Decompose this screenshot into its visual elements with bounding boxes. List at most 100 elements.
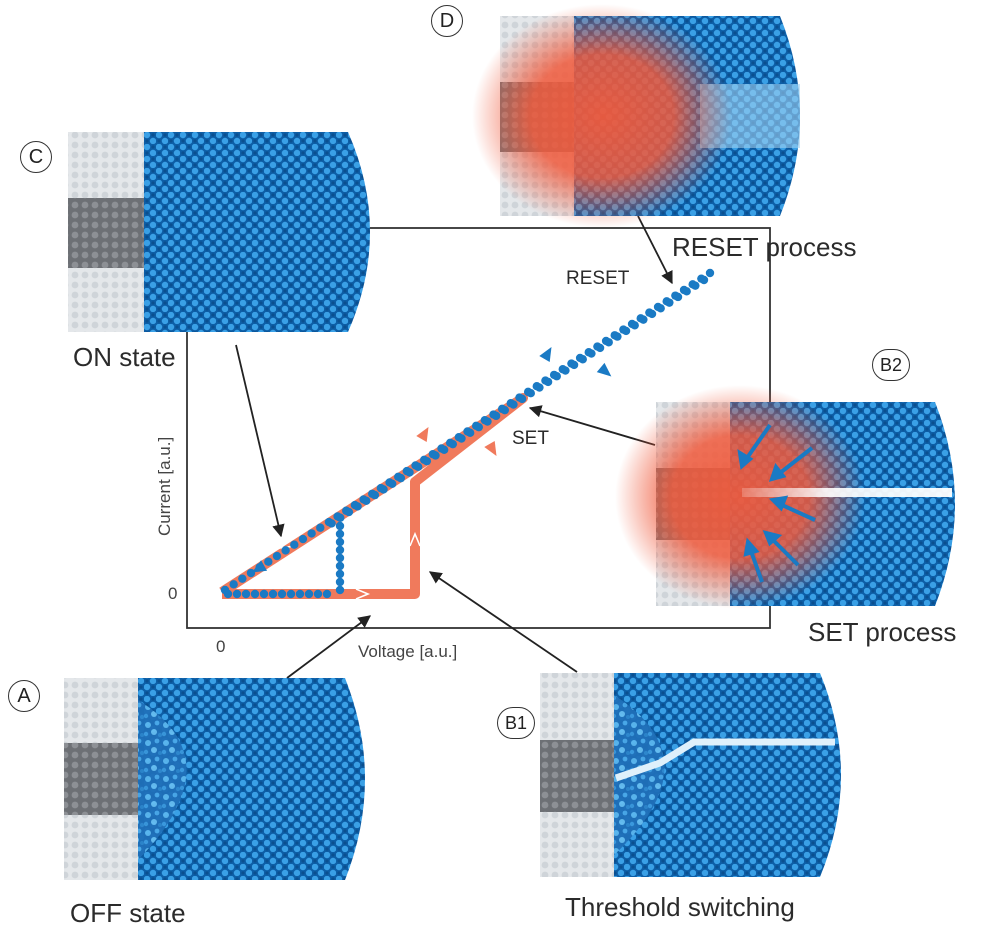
curve-dot bbox=[232, 589, 242, 599]
caption-off-state: OFF state bbox=[70, 898, 186, 928]
open-arrow-mark bbox=[278, 537, 293, 550]
curve-dot bbox=[647, 309, 657, 319]
arrow-threshold bbox=[428, 571, 578, 673]
curve-dot bbox=[691, 281, 700, 290]
curve-dot bbox=[413, 462, 423, 472]
curve-dot bbox=[335, 537, 345, 547]
label-reset: RESET bbox=[566, 268, 630, 289]
curve-dot bbox=[295, 589, 305, 599]
curve-dot bbox=[396, 473, 406, 483]
curve-dot bbox=[656, 304, 665, 313]
iv-curve-blue-dotted bbox=[220, 268, 715, 599]
curve-dot bbox=[457, 434, 466, 443]
panel-a-off-state bbox=[64, 678, 365, 880]
curve-dot bbox=[246, 568, 256, 578]
y-tick-zero: 0 bbox=[168, 584, 178, 603]
curve-dot bbox=[322, 589, 332, 599]
panel-d-reset-process bbox=[472, 4, 800, 228]
marker-d: D bbox=[431, 5, 463, 37]
curve-dot bbox=[259, 589, 269, 599]
direction-triangle bbox=[484, 440, 497, 457]
label-set: SET bbox=[512, 428, 549, 449]
open-arrow-mark bbox=[355, 588, 371, 600]
y-axis-label: Current [a.u.] bbox=[155, 436, 174, 536]
curve-dot bbox=[517, 394, 527, 404]
marker-c: C bbox=[20, 141, 52, 173]
curve-dot bbox=[313, 589, 323, 599]
curve-dot bbox=[665, 298, 674, 307]
curve-dot bbox=[491, 411, 501, 421]
curve-dot bbox=[465, 428, 475, 438]
curve-dot bbox=[613, 332, 622, 341]
curve-dot bbox=[595, 343, 605, 353]
curve-dot bbox=[699, 275, 709, 285]
curve-dot bbox=[335, 561, 345, 571]
caption-reset-process: RESET process bbox=[672, 232, 857, 262]
direction-arrows bbox=[251, 346, 612, 573]
curve-dot bbox=[316, 523, 325, 532]
panel-c-on-state bbox=[68, 132, 370, 332]
curve-dot bbox=[335, 569, 345, 579]
curve-dot bbox=[335, 521, 345, 531]
caption-set-process: SET process bbox=[808, 617, 957, 647]
curve-dot bbox=[335, 545, 345, 555]
panel-b1-threshold bbox=[540, 673, 841, 877]
curve-dot bbox=[336, 513, 345, 522]
curve-dot bbox=[335, 577, 345, 587]
curve-dot bbox=[474, 422, 484, 432]
curve-dot bbox=[238, 574, 247, 583]
curve-dot bbox=[483, 417, 492, 426]
curve-dot bbox=[705, 268, 715, 278]
ion-arrows bbox=[737, 423, 816, 583]
x-tick-zero: 0 bbox=[216, 637, 226, 656]
curve-dot bbox=[673, 292, 683, 302]
marker-a: A bbox=[8, 680, 40, 712]
curve-dot bbox=[587, 349, 596, 358]
curve-dot bbox=[335, 553, 345, 563]
curve-dot bbox=[388, 479, 397, 488]
curve-dot bbox=[281, 546, 290, 555]
curve-dot bbox=[250, 589, 260, 599]
direction-triangle bbox=[596, 362, 612, 377]
curve-dot bbox=[569, 360, 579, 370]
curve-dot bbox=[362, 496, 371, 505]
curve-dot bbox=[431, 451, 440, 460]
curve-dot bbox=[241, 589, 251, 599]
curve-dot bbox=[327, 519, 336, 528]
curve-dot bbox=[526, 389, 535, 398]
curve-dot bbox=[286, 589, 296, 599]
caption-on-state: ON state bbox=[73, 342, 176, 372]
curve-dot bbox=[379, 485, 388, 494]
curve-dot bbox=[604, 338, 613, 347]
curve-dot bbox=[448, 439, 458, 449]
marker-b1: B1 bbox=[497, 707, 535, 739]
curve-dot bbox=[290, 540, 299, 549]
arrow-off-state bbox=[286, 615, 372, 679]
curve-dot bbox=[353, 502, 362, 511]
curve-dot bbox=[229, 580, 238, 589]
curve-dot bbox=[578, 355, 587, 364]
curve-dot bbox=[543, 377, 553, 387]
direction-triangle bbox=[416, 426, 429, 443]
marker-b2: B2 bbox=[872, 349, 910, 381]
curve-dot bbox=[370, 490, 380, 500]
curve-dot bbox=[344, 507, 354, 517]
curve-dot bbox=[639, 315, 648, 324]
curve-dot bbox=[220, 585, 230, 595]
curve-dot bbox=[335, 585, 345, 595]
curve-dot bbox=[509, 400, 518, 409]
curve-dot bbox=[307, 529, 316, 538]
curve-dot bbox=[621, 326, 631, 336]
curve-dot bbox=[277, 589, 287, 599]
arrow-reset-process bbox=[637, 215, 673, 285]
curve-dot bbox=[268, 589, 278, 599]
curve-dot bbox=[552, 372, 561, 381]
caption-threshold-switching: Threshold switching bbox=[565, 892, 795, 922]
curve-dot bbox=[272, 551, 282, 561]
curve-dot bbox=[335, 529, 345, 539]
curve-dot bbox=[422, 456, 432, 466]
curve-dot bbox=[264, 557, 273, 566]
curve-dot bbox=[682, 287, 691, 296]
